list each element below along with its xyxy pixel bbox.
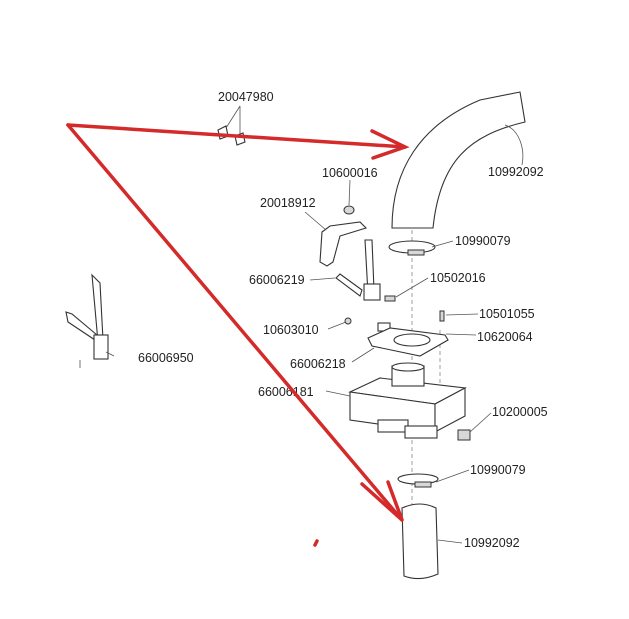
heater-side (434, 387, 466, 433)
part-label: 66006950 (138, 351, 194, 365)
part-label: 66006219 (249, 273, 305, 287)
part-label: 10992092 (488, 165, 544, 179)
arrowhead-icon (370, 129, 410, 160)
part-label: 10501055 (479, 307, 535, 321)
part-label: 10990079 (455, 234, 511, 248)
red-arrow-to-bottom-hose (66, 123, 404, 522)
red-arrow-to-top-hose (66, 123, 407, 149)
part-label: 20018912 (260, 196, 316, 210)
cap (457, 429, 471, 441)
leader-lines (105, 105, 492, 544)
bracket-20018912 (319, 221, 368, 267)
hose-top (391, 91, 526, 229)
part-label: 10502016 (430, 271, 486, 285)
annotation-arrows (66, 123, 410, 547)
hose-bottom (401, 503, 439, 580)
part-label: 10600016 (322, 166, 378, 180)
arrowhead-icon (360, 480, 404, 522)
part-label: 66006218 (290, 357, 346, 371)
rod-plate (363, 283, 381, 301)
red-dot (313, 539, 319, 547)
screw (439, 310, 445, 322)
part-label: 10200005 (492, 405, 548, 419)
bolt (384, 295, 396, 302)
part-label: 20047980 (218, 90, 274, 104)
nut (344, 317, 352, 325)
part-label: 10603010 (263, 323, 319, 337)
part-label: 10990079 (470, 463, 526, 477)
part-label: 10992092 (464, 536, 520, 550)
part-label: 66006181 (258, 385, 314, 399)
nut (343, 205, 355, 215)
part-label: 10620064 (477, 330, 533, 344)
